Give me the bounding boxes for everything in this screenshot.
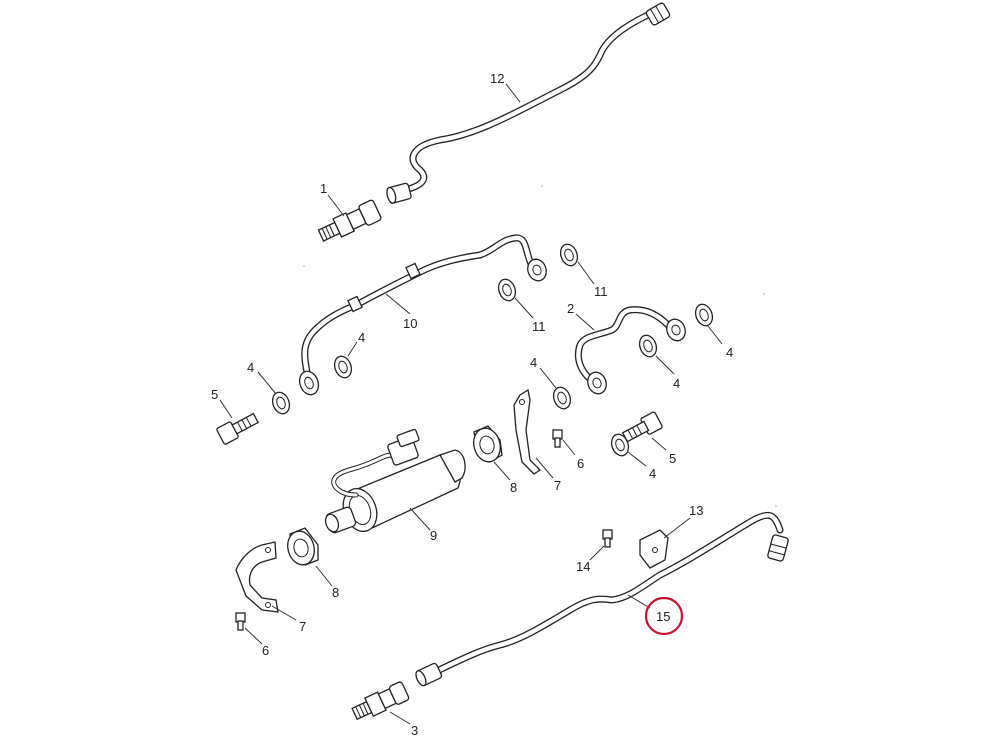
callout-8a: 8 bbox=[510, 480, 517, 495]
clamp-13 bbox=[639, 529, 669, 569]
callout-6b: 6 bbox=[262, 643, 269, 658]
callout-4a: 4 bbox=[358, 330, 365, 345]
callout-labels: 1 12 10 11 11 4 4 2 4 4 4 5 5 4 6 7 8 9 … bbox=[211, 71, 733, 738]
callout-13: 13 bbox=[689, 503, 703, 518]
washer-4b bbox=[271, 391, 291, 415]
callout-8b: 8 bbox=[332, 585, 339, 600]
washer-4d bbox=[638, 334, 658, 358]
callout-4e: 4 bbox=[726, 345, 733, 360]
bracket-7a bbox=[513, 388, 542, 475]
callout-14: 14 bbox=[576, 559, 590, 574]
callout-5b: 5 bbox=[669, 451, 676, 466]
scan-specks bbox=[303, 185, 777, 507]
callout-12: 12 bbox=[490, 71, 504, 86]
callout-2: 2 bbox=[567, 301, 574, 316]
washer-11a bbox=[559, 243, 579, 267]
callout-10: 10 bbox=[403, 316, 417, 331]
bolt-5a bbox=[216, 412, 260, 445]
washer-4e bbox=[694, 303, 714, 327]
bolt-5b bbox=[621, 411, 663, 443]
bracket-7b bbox=[235, 541, 279, 613]
screw-6b bbox=[235, 612, 246, 631]
callout-7b: 7 bbox=[299, 619, 306, 634]
callout-5a: 5 bbox=[211, 387, 218, 402]
callout-11b: 11 bbox=[532, 319, 546, 334]
fitting-3 bbox=[351, 681, 410, 721]
callout-4c: 4 bbox=[530, 355, 537, 370]
bushing-8b bbox=[287, 527, 319, 566]
screw-6a bbox=[552, 429, 563, 448]
screw-14 bbox=[602, 529, 613, 548]
washer-4a bbox=[333, 355, 353, 379]
fitting-1 bbox=[317, 199, 382, 242]
highlight-circle-15 bbox=[644, 596, 684, 636]
leader-lines bbox=[219, 83, 723, 725]
fuel-line-12 bbox=[386, 2, 671, 204]
callout-3: 3 bbox=[411, 723, 418, 738]
callout-1: 1 bbox=[320, 181, 327, 196]
callout-15: 15 bbox=[656, 609, 670, 624]
fuel-pump-9 bbox=[324, 428, 466, 534]
callout-4b: 4 bbox=[247, 360, 254, 375]
fuel-line-2 bbox=[574, 306, 686, 395]
callout-4d: 4 bbox=[673, 376, 680, 391]
fuel-line-15 bbox=[415, 511, 789, 687]
fuel-line-10 bbox=[298, 234, 547, 396]
callout-9: 9 bbox=[430, 528, 437, 543]
callout-11a: 11 bbox=[594, 284, 608, 299]
washer-11b bbox=[497, 278, 517, 302]
callout-6a: 6 bbox=[577, 456, 584, 471]
bushing-8a bbox=[473, 425, 503, 463]
washer-4f bbox=[610, 433, 630, 457]
callout-4f: 4 bbox=[649, 466, 656, 481]
callout-7a: 7 bbox=[554, 478, 561, 493]
washer-4c bbox=[552, 386, 572, 410]
